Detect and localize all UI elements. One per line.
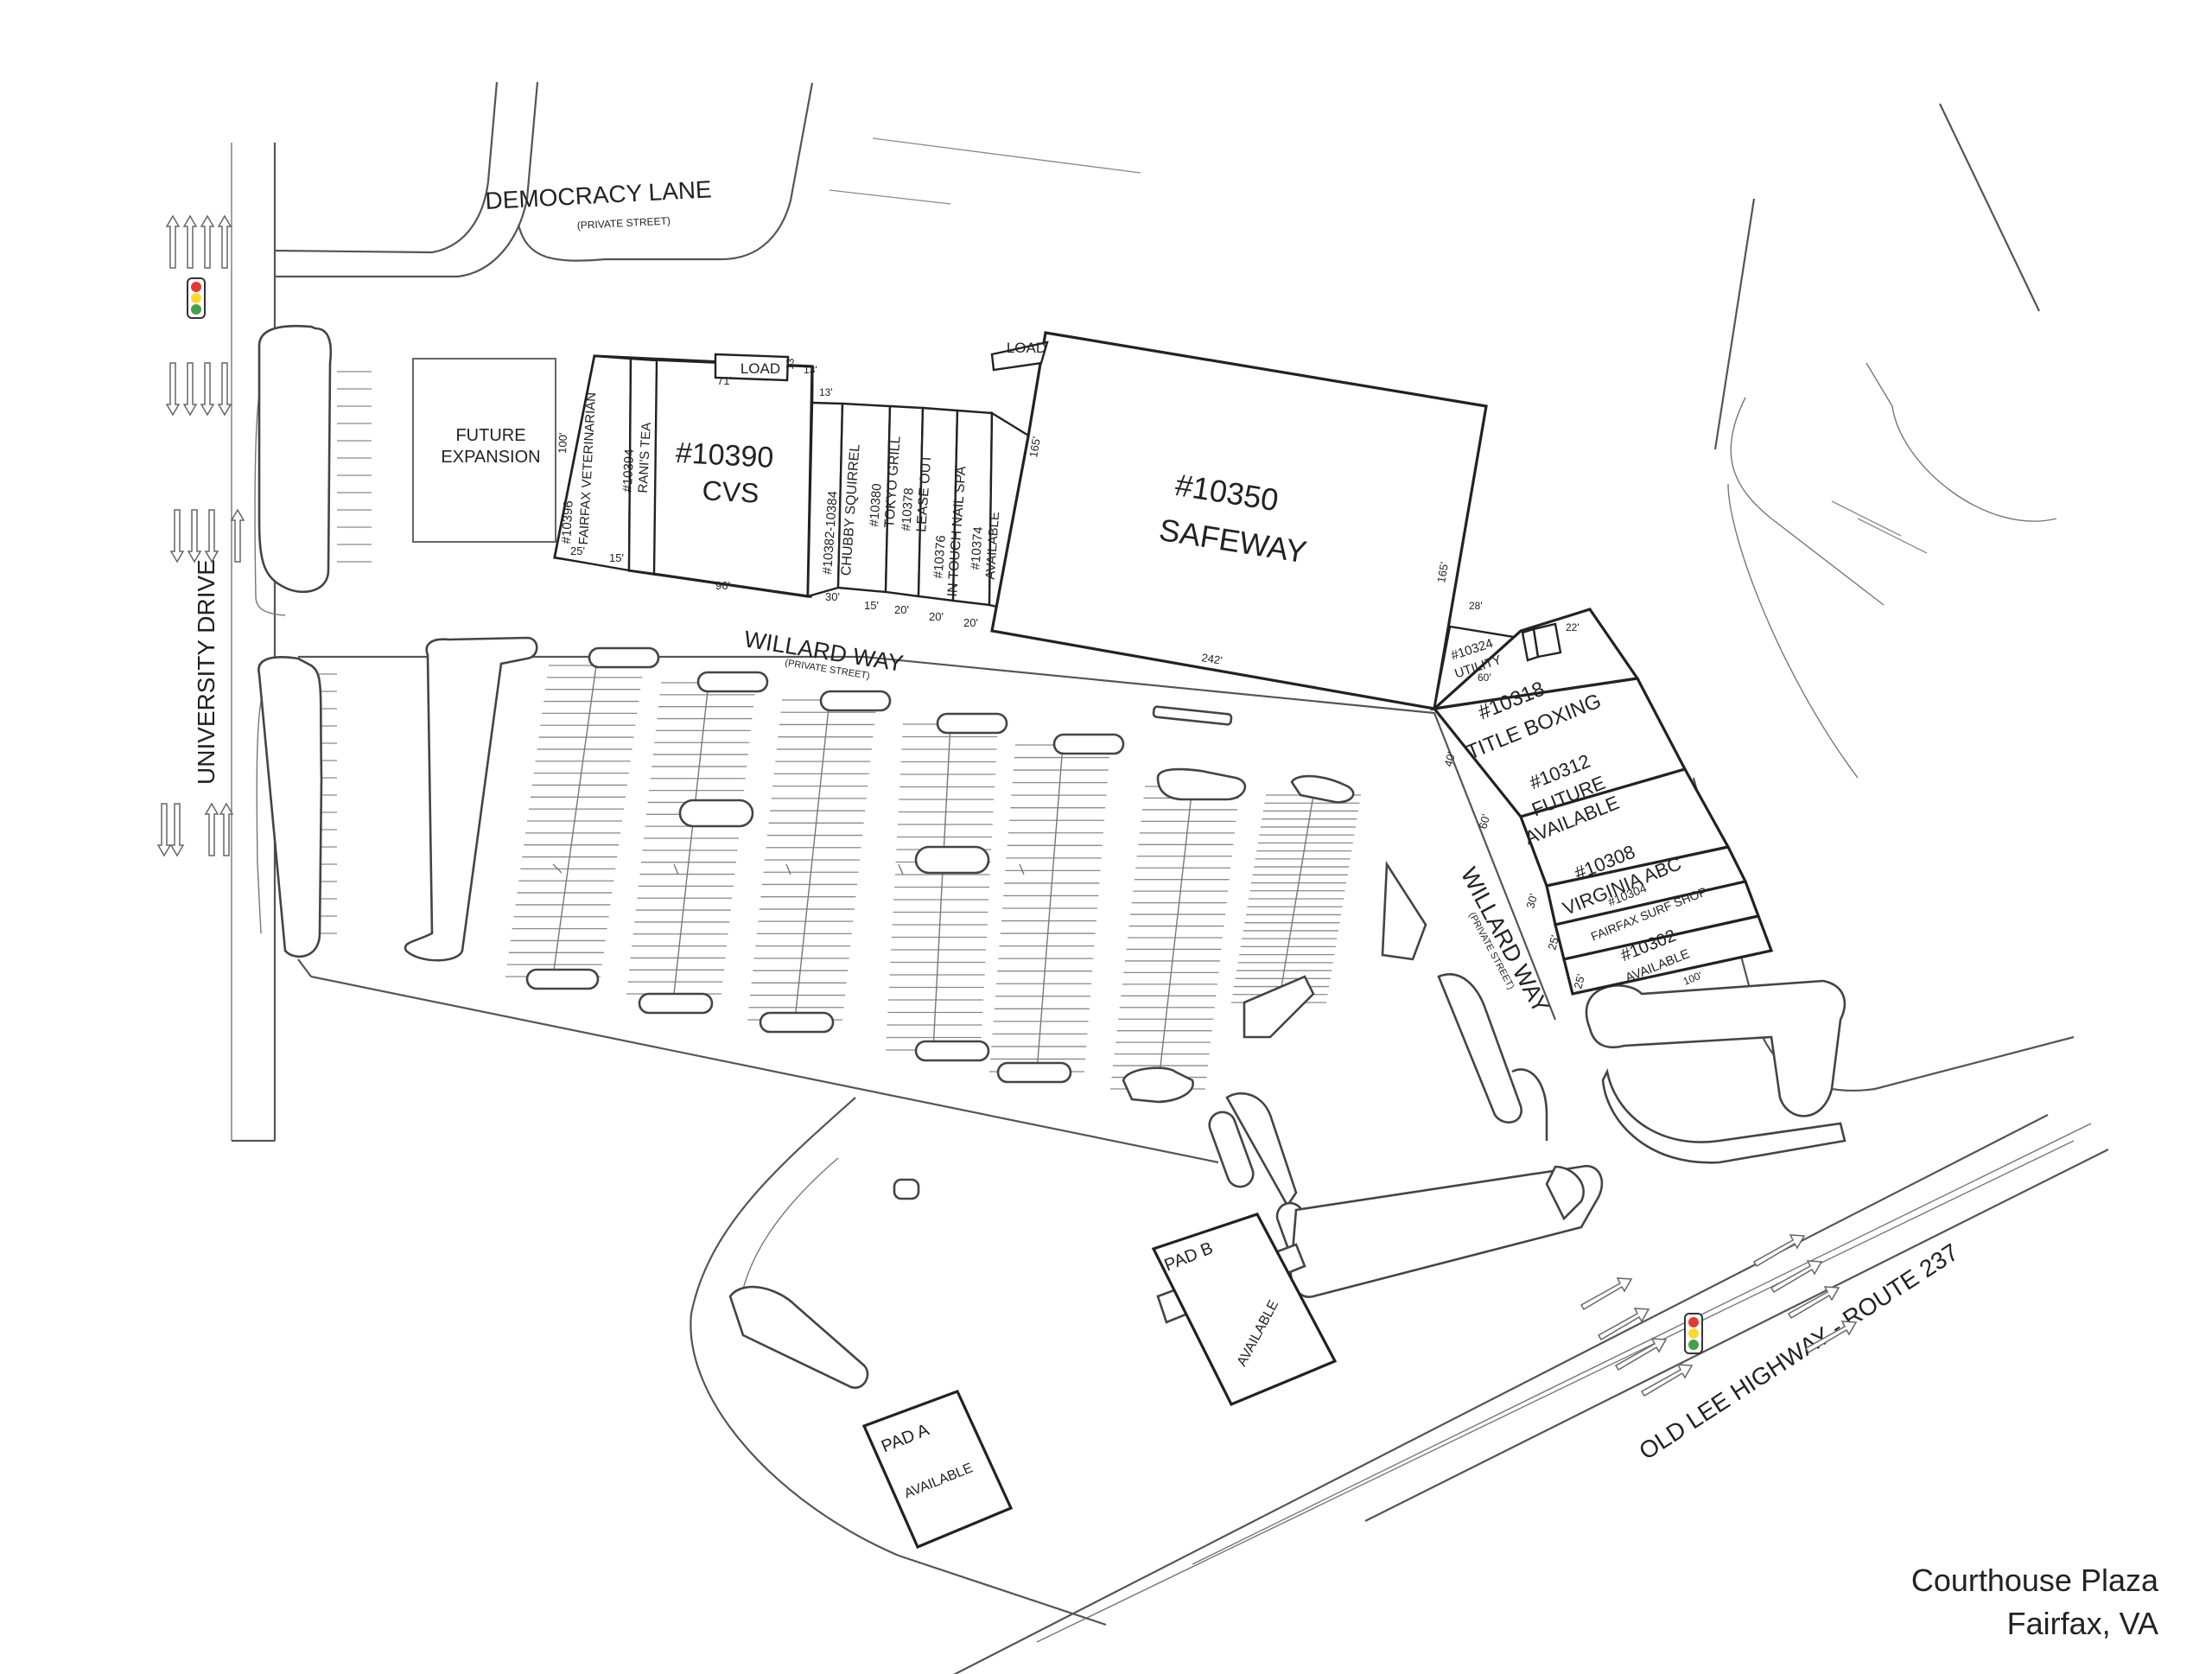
tenant-10374-name: AVAILABLE — [983, 511, 1002, 580]
signal-green-light — [1688, 1340, 1699, 1350]
map-caption-name: Courthouse Plaza — [1910, 1563, 2158, 1598]
road-network — [231, 81, 2109, 1674]
building-east-strip — [1429, 608, 1774, 996]
dim-100: 100' — [556, 432, 569, 454]
aisle-centerline — [1278, 794, 1314, 1003]
dim-20a: 20' — [894, 603, 909, 616]
lane-arrow-down-icon — [187, 509, 202, 563]
dim-25c: 25' — [1571, 973, 1587, 990]
dim-15: 15' — [609, 551, 624, 564]
building-north-strip: LOAD — [553, 353, 1032, 615]
dim-13b: 13' — [819, 386, 833, 398]
load-label-1: LOAD — [741, 360, 780, 377]
aisle-centerline — [794, 699, 830, 1021]
load-label-2: LOAD — [1007, 340, 1046, 356]
lane-arrow-up-icon — [182, 214, 198, 269]
dim-242: 242' — [1201, 651, 1224, 667]
dim-15b: 15' — [864, 599, 879, 612]
tenant-10390-name: CVS — [702, 474, 760, 508]
signal-yellow-light — [191, 293, 201, 303]
aisle-centerline — [673, 682, 709, 995]
dim-25b: 25' — [1545, 934, 1561, 952]
lane-arrow-down-icon — [204, 509, 219, 563]
stall-bands — [829, 137, 1928, 554]
lane-arrow-icon — [1752, 1234, 1806, 1268]
dim-30b: 30' — [1523, 893, 1540, 910]
lane-arrow-icon — [1640, 1364, 1694, 1397]
lane-arrow-icon — [1770, 1260, 1823, 1294]
building-pad-b — [1151, 1213, 1338, 1407]
lane-arrow-up-icon — [165, 214, 181, 269]
lane-arrow-icon — [1597, 1308, 1650, 1341]
dim-165b: 165' — [1434, 561, 1451, 583]
dim-100b: 100' — [1681, 969, 1704, 987]
future-expansion-label: FUTURE — [455, 426, 525, 445]
lane-arrow-up-icon — [204, 802, 219, 856]
lane-arrows — [156, 214, 1858, 1397]
dim-28: 28' — [1469, 600, 1483, 612]
dim-20b: 20' — [929, 610, 944, 623]
lane-arrow-icon — [1614, 1338, 1668, 1372]
signal-green-light — [191, 304, 201, 315]
future-expansion-label-2: EXPANSION — [441, 448, 540, 467]
tenant-10380-number: #10380 — [867, 483, 884, 527]
future-expansion-area: FUTURE EXPANSION — [412, 358, 556, 543]
aisle-centerline — [932, 723, 951, 1051]
lane-arrow-icon — [1580, 1277, 1633, 1311]
lane-arrow-down-icon — [169, 509, 185, 563]
lane-arrow-up-icon — [230, 508, 245, 563]
aisle-centerline — [1036, 744, 1064, 1073]
lane-arrow-down-icon — [169, 803, 185, 857]
lane-arrow-up-icon — [219, 802, 234, 856]
dim-60a: 60' — [1478, 672, 1491, 684]
tenant-10374-number: #10374 — [968, 526, 985, 570]
democracy-private-label: (PRIVATE STREET) — [576, 214, 671, 232]
tenant-10382-number: #10382-10384 — [820, 491, 841, 576]
pavement-markings — [552, 863, 1025, 875]
tenant-10396-number: #10396 — [559, 500, 576, 544]
dim-13c: 13' — [784, 356, 797, 370]
signal-red-light — [1688, 1317, 1699, 1327]
traffic-signal-old-lee — [1684, 1313, 1703, 1354]
aisle-centerline — [552, 665, 597, 977]
dimension-labels: 100' 25' 15' 71' 96' 13' 13' 13' 30' 15'… — [556, 356, 1704, 990]
dim-60b: 60' — [1476, 813, 1492, 831]
dim-165a: 165' — [1027, 436, 1043, 458]
dim-96: 96' — [715, 579, 730, 592]
dim-13a: 13' — [804, 364, 817, 376]
dim-25: 25' — [570, 544, 585, 557]
tenant-10378-name: LEASE OUT — [914, 454, 934, 532]
lane-arrow-down-icon — [200, 362, 215, 417]
signal-red-light — [191, 282, 201, 292]
lane-arrow-up-icon — [217, 214, 232, 269]
tenant-10394-number: #10394 — [620, 449, 638, 493]
dim-40: 40' — [1441, 751, 1458, 768]
lane-arrow-up-icon — [200, 214, 215, 269]
university-drive-label: UNIVERSITY DRIVE — [193, 559, 219, 785]
lane-arrow-icon — [1804, 1321, 1858, 1354]
lane-arrow-icon — [1787, 1286, 1840, 1320]
aisle-centerline — [1157, 786, 1193, 1090]
tenant-10378-number: #10378 — [899, 487, 916, 531]
tenant-10376-number: #10376 — [931, 535, 948, 579]
map-caption-location: Fairfax, VA — [2006, 1606, 2158, 1641]
dim-20c: 20' — [963, 616, 978, 629]
lane-arrow-down-icon — [165, 362, 181, 417]
parking-islands — [257, 324, 1847, 1390]
democracy-lane-label: DEMOCRACY LANE — [485, 175, 713, 214]
building-pad-a — [861, 1389, 1014, 1550]
building-safeway: LOAD — [990, 331, 1488, 710]
traffic-signal-university — [187, 277, 206, 319]
tenant-10394-name: RANI'S TEA — [636, 422, 654, 493]
dim-30: 30' — [825, 590, 840, 603]
lane-arrow-down-icon — [156, 803, 172, 857]
signal-yellow-light — [1688, 1328, 1699, 1339]
lane-arrow-down-icon — [217, 362, 232, 417]
dim-71: 71' — [717, 374, 732, 387]
tenant-10390-number: #10390 — [675, 436, 774, 474]
dim-22: 22' — [1566, 621, 1580, 633]
lane-arrow-down-icon — [182, 362, 198, 417]
